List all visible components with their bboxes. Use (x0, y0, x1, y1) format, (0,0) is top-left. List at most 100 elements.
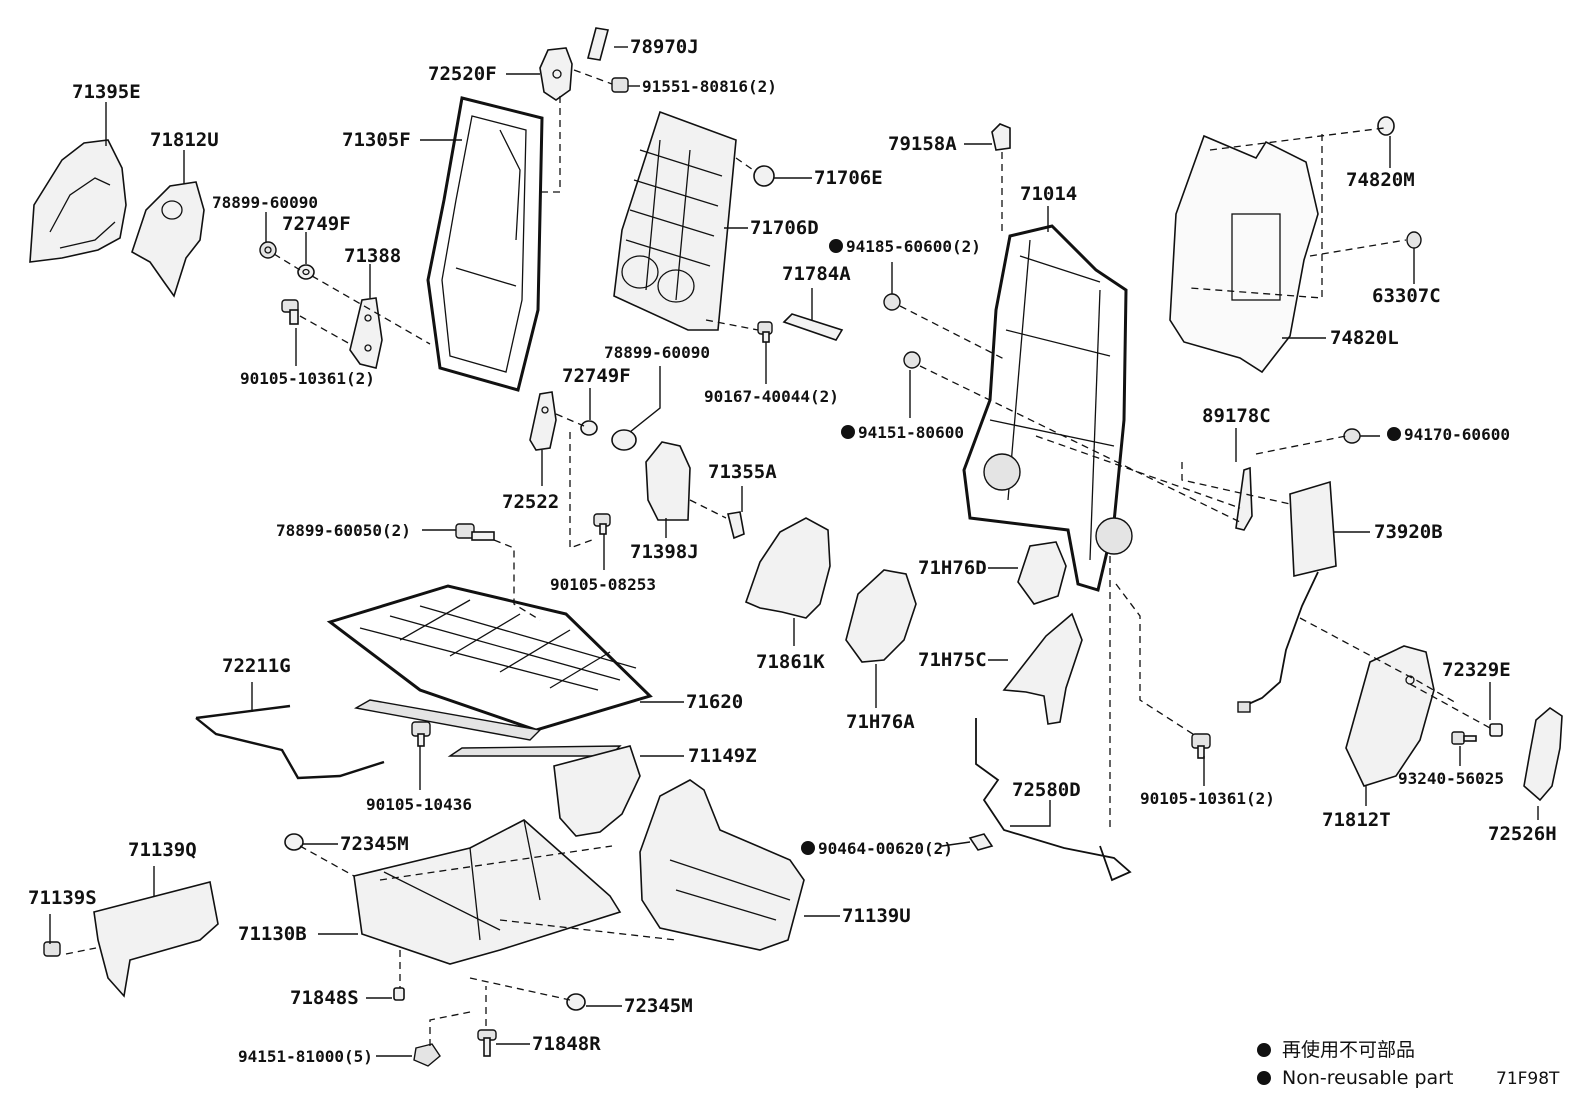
label-90105-10361-b[interactable]: 90105-10361(2) (1140, 789, 1275, 808)
legend-japanese: 再使用不可部品 (1282, 1039, 1415, 1061)
part-73920B-module (1237, 480, 1337, 713)
label-71848R[interactable]: 71848R (532, 1033, 601, 1055)
label-94151-80600[interactable]: 94151-80600 (858, 423, 964, 442)
part-78970J-shape (587, 27, 609, 61)
label-71H75C[interactable]: 71H75C (918, 649, 987, 671)
part-71H75C-shape (1002, 612, 1083, 725)
label-78899-60090-b[interactable]: 78899-60090 (604, 343, 710, 362)
label-71014[interactable]: 71014 (1020, 183, 1077, 205)
label-78970J[interactable]: 78970J (630, 36, 699, 58)
part-71848R-bolt (477, 1029, 497, 1057)
label-90105-10436[interactable]: 90105-10436 (366, 795, 472, 814)
part-72526H-knob (1523, 706, 1563, 802)
label-94151-81000[interactable]: 94151-81000(5) (238, 1047, 373, 1066)
label-72345M-a[interactable]: 72345M (340, 833, 409, 855)
part-71H76D-shape (1017, 541, 1067, 605)
label-71398J[interactable]: 71398J (630, 541, 699, 563)
part-71861K-shape (744, 517, 831, 619)
part-72345M-grommet-a (284, 833, 304, 851)
label-78899-60050[interactable]: 78899-60050(2) (276, 521, 411, 540)
label-71861K[interactable]: 71861K (756, 651, 825, 673)
label-72749F-b[interactable]: 72749F (562, 365, 631, 387)
label-73920B[interactable]: 73920B (1374, 521, 1443, 543)
part-71395E-shape (29, 139, 127, 263)
label-90105-08253[interactable]: 90105-08253 (550, 575, 656, 594)
leader-lines (49, 46, 1539, 1057)
diagram-code: 71F98T (1496, 1069, 1560, 1089)
label-71706D[interactable]: 71706D (750, 217, 819, 239)
label-89178C[interactable]: 89178C (1202, 405, 1271, 427)
label-72345M-b[interactable]: 72345M (624, 995, 693, 1017)
part-72211G-wire (195, 704, 385, 780)
part-90464-clip (968, 833, 994, 851)
label-72580D[interactable]: 72580D (1012, 779, 1081, 801)
label-71305F[interactable]: 71305F (342, 129, 411, 151)
label-71139U[interactable]: 71139U (842, 905, 911, 927)
part-78899-60090-cap-b (611, 429, 637, 451)
part-94151-81000-nut (413, 1043, 441, 1067)
label-71388[interactable]: 71388 (344, 245, 401, 267)
label-72749F-a[interactable]: 72749F (282, 213, 351, 235)
part-89178C-bracket (1235, 466, 1253, 531)
part-74820M-clip (1377, 116, 1395, 136)
label-91551-80816[interactable]: 91551-80816(2) (642, 77, 777, 96)
label-74820M[interactable]: 74820M (1346, 169, 1415, 191)
label-71149Z[interactable]: 71149Z (688, 745, 757, 767)
label-72329E[interactable]: 72329E (1442, 659, 1511, 681)
part-78899-60050-bolt (455, 523, 495, 541)
label-72520F[interactable]: 72520F (428, 63, 497, 85)
part-72580D-cable (975, 718, 1132, 882)
part-71388-bracket (349, 297, 383, 369)
part-94151-80600-nut (903, 351, 921, 369)
assembly-lines (65, 69, 1491, 1046)
label-79158A[interactable]: 79158A (888, 133, 957, 155)
label-71139S[interactable]: 71139S (28, 887, 97, 909)
part-71706E-clip (753, 165, 775, 187)
label-63307C[interactable]: 63307C (1372, 285, 1441, 307)
part-72749F-washer-a (297, 264, 315, 280)
label-90167-40044[interactable]: 90167-40044(2) (704, 387, 839, 406)
part-71139S-bolt (43, 941, 61, 957)
part-72749F-washer-b (580, 420, 598, 436)
part-63307C-clip (1406, 231, 1422, 249)
part-71784A-strip (782, 313, 844, 341)
legend: 再使用不可部品 Non-reusable part 71F98T (1257, 1039, 1560, 1089)
label-72211G[interactable]: 72211G (222, 655, 291, 677)
legend-english: Non-reusable part (1282, 1067, 1453, 1089)
non-reusable-markers (801, 239, 1401, 855)
label-71139Q[interactable]: 71139Q (128, 839, 197, 861)
part-71812U-shape (131, 181, 205, 298)
part-78899-60090-shape (259, 241, 277, 259)
part-90105-08253-bolt (593, 513, 611, 535)
label-94185-60600[interactable]: 94185-60600(2) (846, 237, 981, 256)
part-72329E-clip (1489, 723, 1503, 737)
label-71784A[interactable]: 71784A (782, 263, 851, 285)
label-71812U[interactable]: 71812U (150, 129, 219, 151)
label-71130B[interactable]: 71130B (238, 923, 307, 945)
part-74820L-pad (1169, 134, 1319, 374)
label-71355A[interactable]: 71355A (708, 461, 777, 483)
part-71398J-shape (645, 441, 691, 521)
label-90105-10361-a[interactable]: 90105-10361(2) (240, 369, 375, 388)
label-71620[interactable]: 71620 (686, 691, 743, 713)
label-93240-56025[interactable]: 93240-56025 (1398, 769, 1504, 788)
label-71848S[interactable]: 71848S (290, 987, 359, 1009)
part-72520F-shape (539, 47, 573, 101)
label-94170-60600[interactable]: 94170-60600 (1404, 425, 1510, 444)
part-93240-screw (1451, 731, 1477, 745)
label-71H76A[interactable]: 71H76A (846, 711, 915, 733)
part-72345M-grommet-b (566, 993, 586, 1011)
label-90464-00620[interactable]: 90464-00620(2) (818, 839, 953, 858)
label-78899-60090-a[interactable]: 78899-60090 (212, 193, 318, 212)
label-72526H[interactable]: 72526H (1488, 823, 1557, 845)
part-71130B-frame (353, 819, 622, 965)
part-71139U-shape (639, 779, 805, 951)
label-72522[interactable]: 72522 (502, 491, 559, 513)
label-71H76D[interactable]: 71H76D (918, 557, 987, 579)
label-71812T[interactable]: 71812T (1322, 809, 1391, 831)
label-74820L[interactable]: 74820L (1330, 327, 1399, 349)
label-71395E[interactable]: 71395E (72, 81, 141, 103)
part-90105-10361-bolt-b (1191, 733, 1211, 759)
label-71706E[interactable]: 71706E (814, 167, 883, 189)
